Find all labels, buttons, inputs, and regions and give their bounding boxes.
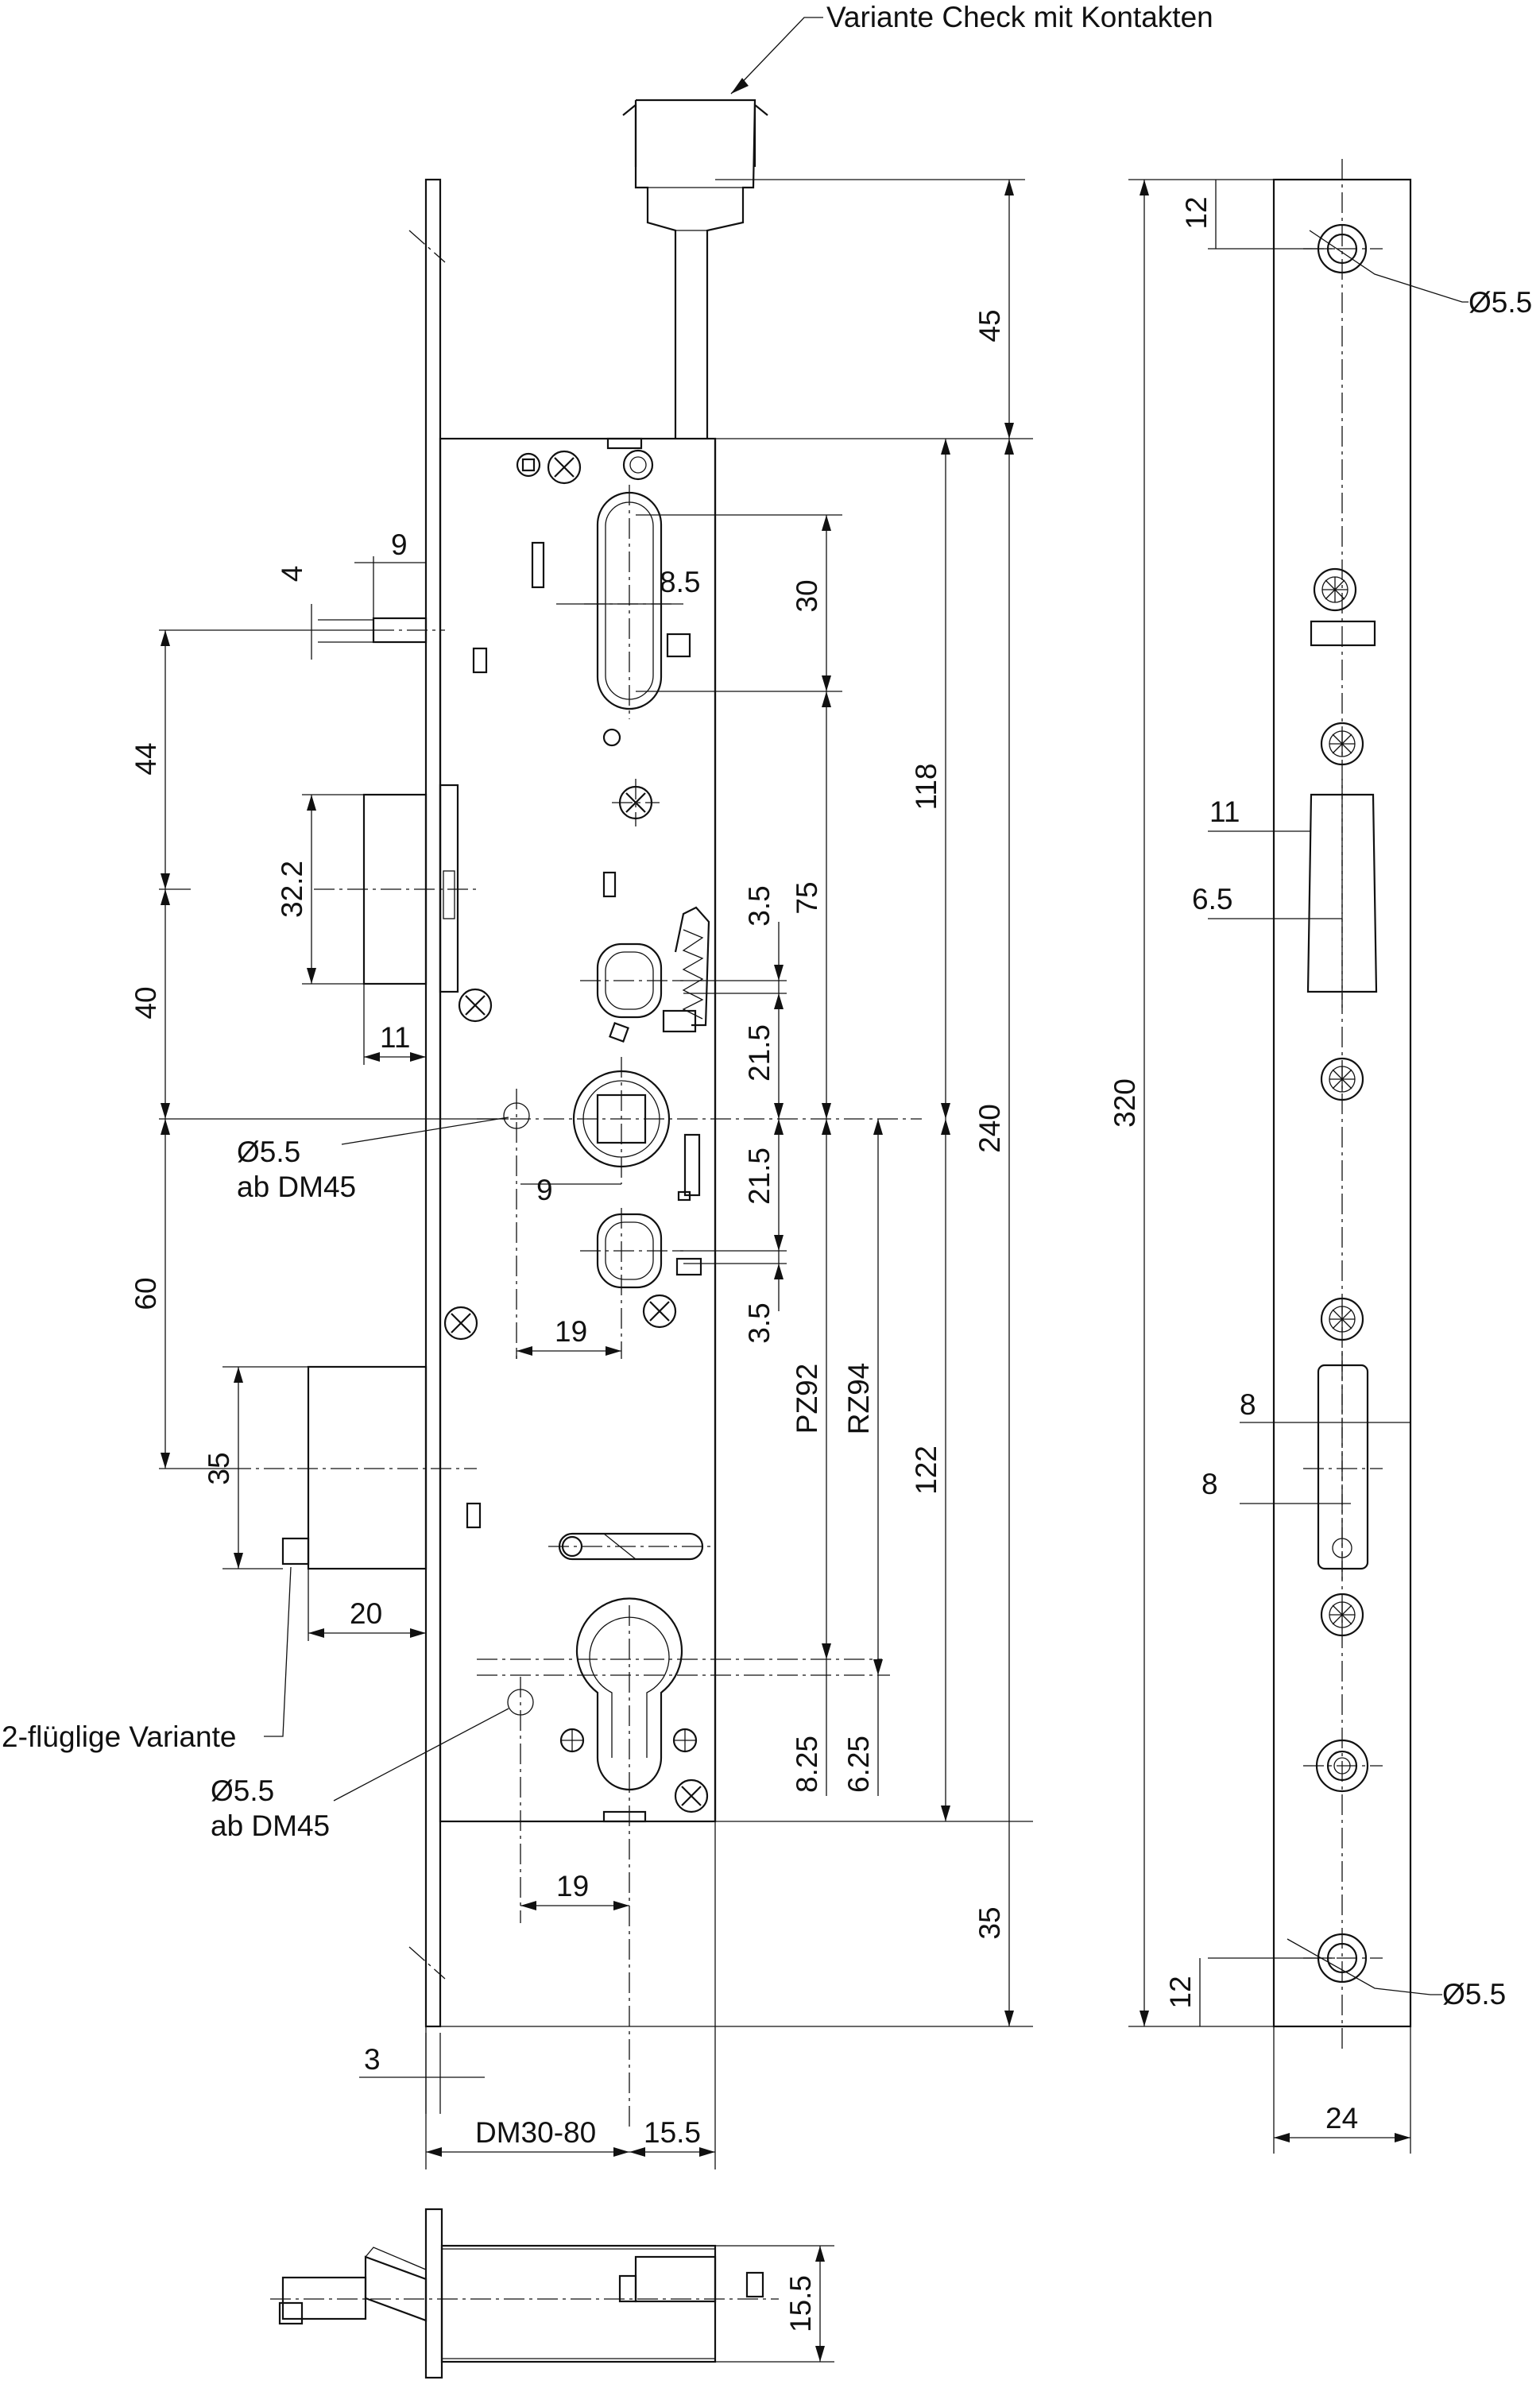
upper-bolt — [314, 784, 477, 993]
dim-4-latch: 4 — [276, 566, 308, 582]
dim-6-5-plate: 6.5 — [1192, 883, 1232, 915]
screw-top-cross — [547, 450, 582, 485]
screw-bottom-cross — [674, 1778, 709, 1813]
hole-upper-callout: Ø5.5 ab DM45 — [237, 1117, 509, 1203]
dim-19-lower: 19 — [556, 1870, 589, 1902]
faceplate-hole-top: 12 Ø5.5 — [1180, 180, 1532, 319]
lower-bolt-slot — [548, 1532, 715, 1561]
dim-11-plate: 11 — [1209, 795, 1240, 828]
faceplate-screw-1 — [1313, 567, 1357, 612]
dim-11-left: 11 — [380, 1021, 410, 1054]
dim-8-plate-a: 8 — [1240, 1388, 1256, 1421]
hole-lower-5-5 — [507, 1677, 534, 1923]
dim-35-bottom: 35 — [973, 1906, 1006, 1939]
faceplate-deadbolt-opening: 8 8 — [1201, 1351, 1410, 1581]
hole-upper-note: ab DM45 — [237, 1171, 356, 1203]
dim-19-upper: 19 — [555, 1315, 587, 1348]
dim-320: 320 — [1109, 1078, 1141, 1128]
dim-6-25: 6.25 — [842, 1736, 875, 1793]
dim-24-plate: 24 — [1325, 2102, 1358, 2134]
cylinder-screw-right — [672, 1728, 698, 1753]
dim-35-left: 35 — [203, 1452, 235, 1484]
dim-dm30-80: DM30-80 — [475, 2116, 596, 2149]
faceplate-screw-5 — [1320, 1593, 1364, 1637]
cylinder-screw-left — [559, 1728, 585, 1753]
follower-hub — [477, 1057, 922, 1184]
dim-45: 45 — [973, 309, 1006, 342]
dim-30: 30 — [791, 579, 823, 612]
check-contact-module — [622, 99, 768, 439]
faceplate-screw-2 — [1320, 722, 1364, 766]
dim-15-5-offset: 15.5 — [644, 2116, 701, 2149]
top-pin — [622, 449, 654, 481]
latch-bolt — [372, 617, 445, 644]
dim-75: 75 — [791, 881, 823, 914]
cylinder-cutout — [477, 1597, 890, 2130]
dim-20: 20 — [350, 1597, 382, 1630]
check-variant-label: Variante Check mit Kontakten — [826, 1, 1213, 33]
dim-pz92: PZ92 — [791, 1364, 823, 1434]
dim-122: 122 — [910, 1446, 942, 1495]
dimension-lines-left — [159, 556, 716, 2169]
deadbolt — [230, 1365, 477, 1570]
faceplate-screw-4 — [1320, 1297, 1364, 1341]
dim-44: 44 — [130, 742, 162, 775]
dim-240: 240 — [973, 1104, 1006, 1153]
upper-oval-follower — [580, 942, 683, 1019]
dimension-labels-right: 45 35 118 240 122 30 75 3.5 21.5 21.5 3.… — [556, 309, 1006, 1940]
dim-8-25: 8.25 — [791, 1736, 823, 1793]
hole-upper-label: Ø5.5 — [237, 1136, 300, 1168]
two-leaf-callout: 2-flüglige Variante — [2, 1566, 292, 1753]
faceplate-hole-bottom-label: Ø5.5 — [1442, 1978, 1506, 2011]
screw-left-cross — [443, 1306, 478, 1341]
dimension-labels-left: 9 4 44 32.2 40 11 60 35 20 9 19 19 3 DM3… — [130, 528, 701, 2149]
dim-12-bottom: 12 — [1164, 1976, 1197, 2008]
faceplate-screw-3 — [1320, 1057, 1364, 1101]
screw-lower-cross — [642, 1294, 677, 1329]
check-variant-callout: Variante Check mit Kontakten — [730, 1, 1213, 95]
faceplate-hole-mid — [1303, 1739, 1383, 1793]
faceplate-bolt-opening: 11 6.5 — [1192, 779, 1378, 1009]
dim-3-5-lower: 3.5 — [743, 1302, 776, 1343]
dim-8-5: 8.5 — [660, 566, 700, 598]
dim-15-5-side: 15.5 — [784, 2275, 817, 2332]
lock-case — [439, 437, 717, 1823]
dim-60: 60 — [130, 1277, 162, 1310]
bottom-side-view: 15.5 — [270, 2208, 834, 2379]
dim-9-latch: 9 — [391, 528, 408, 561]
ratchet-spring — [662, 906, 710, 1033]
dim-118: 118 — [910, 764, 942, 811]
screw-upper-left-cross — [458, 988, 493, 1023]
dim-12-top: 12 — [1180, 196, 1213, 229]
screw-mid-cross — [612, 779, 660, 826]
dim-21-5-lower: 21.5 — [743, 1148, 776, 1205]
hole-lower-note: ab DM45 — [211, 1809, 330, 1842]
hole-upper-5-5 — [503, 1089, 530, 1359]
dim-3-5-upper: 3.5 — [743, 885, 776, 926]
two-leaf-label: 2-flüglige Variante — [2, 1720, 237, 1753]
faceplate-hole-bottom: 12 Ø5.5 — [1164, 1933, 1506, 2026]
faceplate-side-view: 320 — [1109, 159, 1412, 2050]
faceplate-width-dim: 24 — [1273, 2026, 1411, 2154]
dimension-lines-right — [440, 179, 1033, 2027]
faceplate-hole-top-label: Ø5.5 — [1468, 286, 1532, 319]
dim-3: 3 — [364, 2043, 381, 2076]
dim-32-2: 32.2 — [276, 861, 308, 918]
dim-40: 40 — [130, 986, 162, 1019]
dim-rz94: RZ94 — [842, 1363, 875, 1434]
screw-top-small — [516, 452, 541, 478]
lower-oval-follower — [580, 1208, 683, 1359]
hole-lower-callout: Ø5.5 ab DM45 — [211, 1708, 509, 1842]
hole-lower-label: Ø5.5 — [211, 1775, 274, 1807]
upper-slot — [584, 485, 675, 719]
dim-8-plate-b: 8 — [1201, 1468, 1218, 1500]
dim-21-5-upper: 21.5 — [743, 1024, 776, 1082]
dim-9-center: 9 — [536, 1174, 553, 1206]
